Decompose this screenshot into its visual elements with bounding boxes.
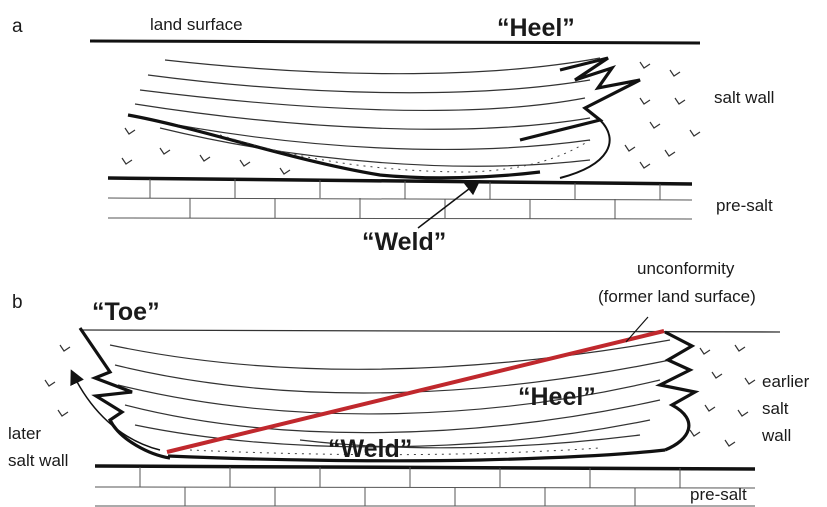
salt-marks-a (121, 61, 701, 175)
weld-label-a: “Weld” (362, 228, 446, 256)
salt-wall-label-a: salt wall (714, 88, 774, 107)
strata-a (134, 57, 601, 167)
unconformity-line (166, 329, 665, 454)
basin-edge-a (127, 113, 541, 180)
pre-salt-bricks-a (107, 179, 693, 220)
unconformity-pointer (625, 316, 649, 343)
pre-salt-top-b (94, 464, 756, 471)
unconformity-label-2: (former land surface) (598, 287, 756, 306)
pre-salt-bricks-b (94, 467, 756, 507)
earlier-salt-wall-label-1: earlier (762, 372, 810, 391)
weld-fill-b (189, 447, 601, 456)
earlier-salt-wall-label-2: salt (762, 399, 789, 418)
panel-letter-a: a (12, 16, 23, 37)
later-salt-wall-label-1: later (8, 424, 41, 443)
strata-b (109, 339, 671, 449)
panel-a: a land surface “Heel” salt wall pre-salt… (12, 14, 774, 256)
pre-salt-label-a: pre-salt (716, 196, 773, 215)
basin-base-b (167, 448, 666, 463)
heel-boundary-b (655, 330, 700, 452)
later-salt-wall-label-2: salt wall (8, 451, 68, 470)
salt-wall-edge-a (559, 119, 611, 179)
pre-salt-top-a (107, 176, 693, 186)
heel-boundary-a (519, 56, 641, 142)
earlier-salt-wall-label-3: wall (761, 426, 791, 445)
unconformity-label-1: unconformity (637, 259, 735, 278)
heel-label-a: “Heel” (497, 14, 575, 42)
former-surface-line (79, 329, 781, 333)
weld-fill-a (219, 134, 591, 173)
land-surface-label: land surface (150, 15, 243, 34)
panel-letter-b: b (12, 292, 23, 313)
later-salt-wall-arrow (70, 369, 161, 451)
weld-arrow-a (417, 180, 481, 229)
panel-b: b “Toe” unconformity (former land surfac… (8, 259, 810, 507)
pre-salt-label-b: pre-salt (690, 485, 747, 504)
toe-label: “Toe” (92, 298, 160, 326)
heel-label-b: “Heel” (518, 383, 596, 411)
salt-marks-b (44, 344, 756, 447)
weld-label-b: “Weld” (328, 435, 412, 463)
land-surface-line (89, 39, 701, 45)
